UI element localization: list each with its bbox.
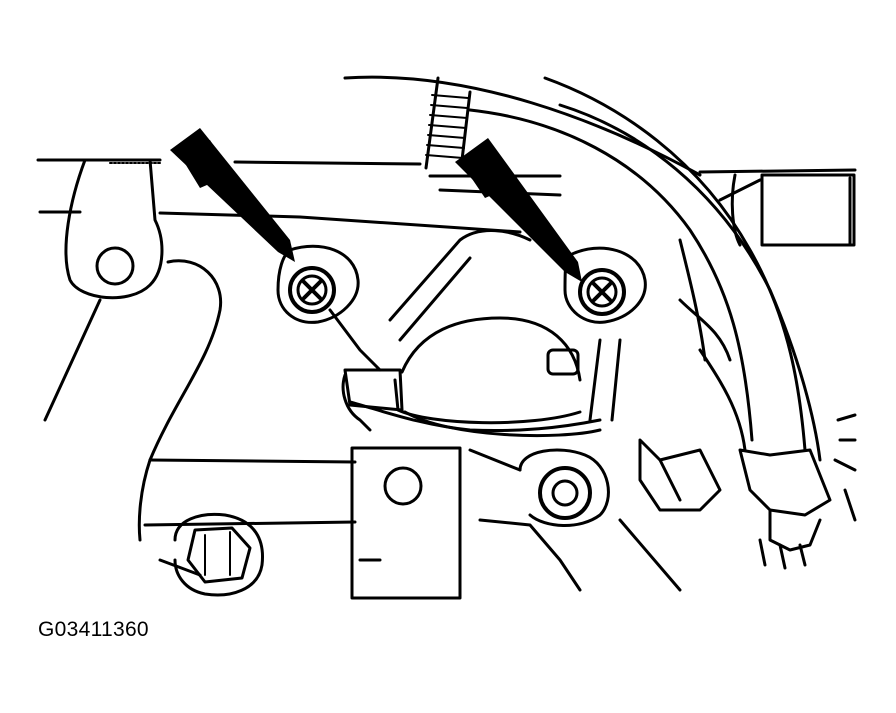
callout-arrow-left: [170, 128, 295, 262]
callout-arrow-right: [455, 138, 582, 282]
hex-nut-bottom-left: [173, 512, 265, 597]
serrated-gear: [424, 76, 472, 170]
mounting-bolt-right: [563, 246, 647, 324]
mounting-bolt-left: [276, 244, 360, 324]
left-bracket: [43, 158, 223, 542]
cable-harness: [468, 76, 822, 462]
central-housing: [328, 229, 622, 438]
bolt-lower-center: [468, 448, 682, 592]
figure-code-label: G03411360: [38, 618, 149, 641]
right-connectors: [638, 173, 857, 570]
lower-plate: [143, 446, 462, 600]
engine-component-illustration: [36, 75, 857, 600]
